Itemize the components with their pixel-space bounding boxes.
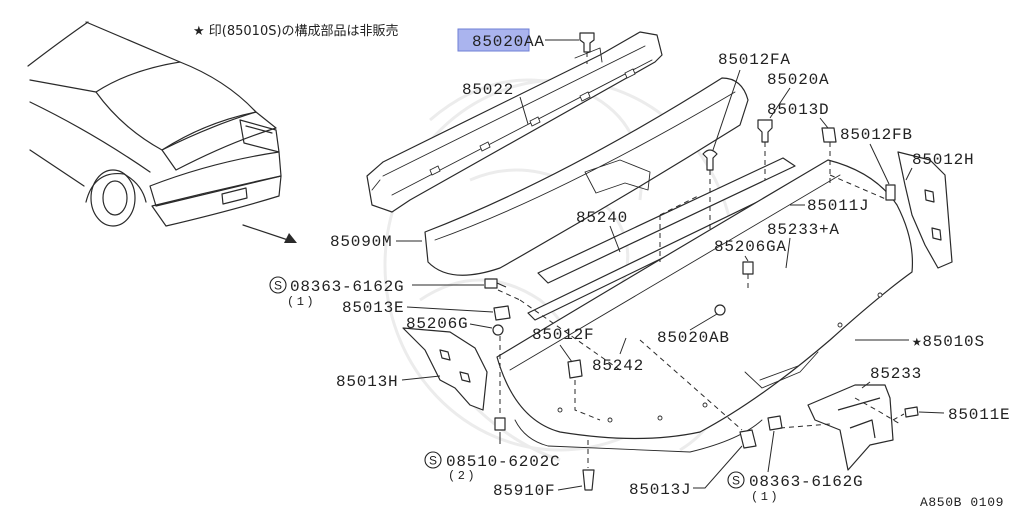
fascia-contour-lines <box>509 174 841 453</box>
nut-85206G <box>492 324 504 336</box>
absorber-cutout <box>434 91 736 241</box>
clip-85013D <box>821 127 837 143</box>
part-label-85012H[interactable]: 85012H <box>912 151 974 169</box>
bolt-08363-upper <box>484 278 507 289</box>
clip-85011E <box>904 406 919 418</box>
part-label-85012FA[interactable]: 85012FA <box>718 51 791 69</box>
vehicle-rear-window <box>95 61 257 151</box>
fascia-hole <box>837 322 843 328</box>
selected-part-highlight <box>457 28 530 52</box>
fasteners <box>484 32 919 491</box>
vehicle-roof-line <box>27 21 181 93</box>
standard-part-circle-icon <box>424 451 442 469</box>
vehicle-rear-illustration <box>27 21 282 227</box>
part-label-85013D[interactable]: 85013D <box>767 101 829 119</box>
direction-arrow <box>242 224 297 243</box>
figure-code: A850B 0109 <box>920 495 1004 510</box>
standard-part-circle-icon <box>269 276 287 294</box>
clip-85012F <box>567 359 583 379</box>
part-label-85242[interactable]: 85242 <box>592 357 644 375</box>
vehicle-wheel-hub <box>102 180 128 216</box>
clip-85020A <box>757 119 773 143</box>
non-sale-note: ★ 印(85010S)の構成部品は非販売 <box>193 23 399 39</box>
standard-part-number[interactable]: 08363-6162G <box>290 278 404 296</box>
clip-85013J <box>739 429 757 449</box>
part-label-85013J[interactable]: 85013J <box>629 481 691 499</box>
standard-part-circle-icon <box>727 471 745 489</box>
part-label-85020AA[interactable]: 85020AA <box>472 33 545 51</box>
part-label-85240[interactable]: 85240 <box>576 209 628 227</box>
fascia-hole <box>657 415 663 421</box>
clip-85020AA <box>579 32 595 53</box>
arrow-head <box>284 233 297 243</box>
part-label-85013E[interactable]: 85013E <box>342 299 404 317</box>
vehicle-license-plate <box>221 187 248 205</box>
standard-part-08363-lower[interactable]: S 08363-6162G (1) <box>727 471 863 504</box>
reinforcement-holes <box>429 68 636 176</box>
left-side-bracket <box>402 327 488 411</box>
fascia-hole <box>702 402 708 408</box>
assembly-dashed-lines <box>497 52 905 468</box>
standard-part-qty: (1) <box>751 490 780 504</box>
part-label-85020A[interactable]: 85020A <box>767 71 829 89</box>
part-label-85012F[interactable]: 85012F <box>532 326 594 344</box>
part-label-85206G[interactable]: 85206G <box>406 315 468 333</box>
part-label-85013H[interactable]: 85013H <box>336 373 398 391</box>
fascia-hole <box>607 417 613 423</box>
standard-part-08510[interactable]: S 08510-6202C (2) <box>424 451 560 483</box>
vehicle-wheel <box>90 169 136 227</box>
standard-part-qty: (2) <box>448 469 477 483</box>
clip-85012FB <box>885 184 896 201</box>
fascia-hole <box>877 292 883 298</box>
fascia-holes <box>557 292 883 423</box>
part-label-85233A[interactable]: 85233+A <box>767 221 840 239</box>
clip-85910F <box>582 469 595 491</box>
standard-part-prefix: S <box>274 279 282 293</box>
rear-mount-bracket <box>807 384 894 471</box>
part-label-85011E[interactable]: 85011E <box>948 406 1010 424</box>
upper-retainer-strip <box>537 157 796 284</box>
part-label-85206GA[interactable]: 85206GA <box>714 238 787 256</box>
reinforcement-ribs <box>371 45 653 196</box>
arrow-shaft <box>242 224 289 241</box>
vehicle-body-lines <box>29 101 151 203</box>
clip-85013E <box>493 305 511 321</box>
standard-part-prefix: S <box>429 454 437 468</box>
right-side-bracket <box>897 151 953 269</box>
part-label-85020AB[interactable]: 85020AB <box>657 329 730 347</box>
part-label-85011J[interactable]: 85011J <box>807 197 869 215</box>
part-label-85233[interactable]: 85233 <box>870 365 922 383</box>
vehicle-rear-bumper <box>151 175 282 227</box>
standard-part-number[interactable]: 08363-6162G <box>749 473 863 491</box>
standard-part-08363-upper[interactable]: S 08363-6162G (1) <box>269 276 404 309</box>
nut-85206GA <box>742 261 754 275</box>
part-label-85022[interactable]: 85022 <box>462 81 514 99</box>
vehicle-tail-light <box>239 119 280 153</box>
bolt-08510 <box>494 417 506 431</box>
fascia-body <box>496 159 914 440</box>
standard-part-prefix: S <box>732 474 740 488</box>
standard-part-qty: (1) <box>287 295 316 309</box>
part-label-85010S[interactable]: ★85010S <box>912 333 985 351</box>
bolt-08363-lower <box>767 415 783 431</box>
leader-lines <box>396 39 945 491</box>
fascia-hole <box>557 407 563 413</box>
bumper-fascia <box>496 159 914 453</box>
energy-absorber <box>424 77 749 276</box>
part-label-85012FB[interactable]: 85012FB <box>840 126 913 144</box>
vehicle-trunk-lid <box>161 111 277 171</box>
part-label-85910F[interactable]: 85910F <box>493 482 555 500</box>
standard-part-number[interactable]: 08510-6202C <box>446 453 560 471</box>
bumper-reinforcement <box>366 31 663 213</box>
reinforcement-body <box>366 31 663 213</box>
part-label-85090M[interactable]: 85090M <box>330 233 392 251</box>
bolt-85020AB <box>714 304 726 316</box>
absorber-body <box>424 77 749 276</box>
